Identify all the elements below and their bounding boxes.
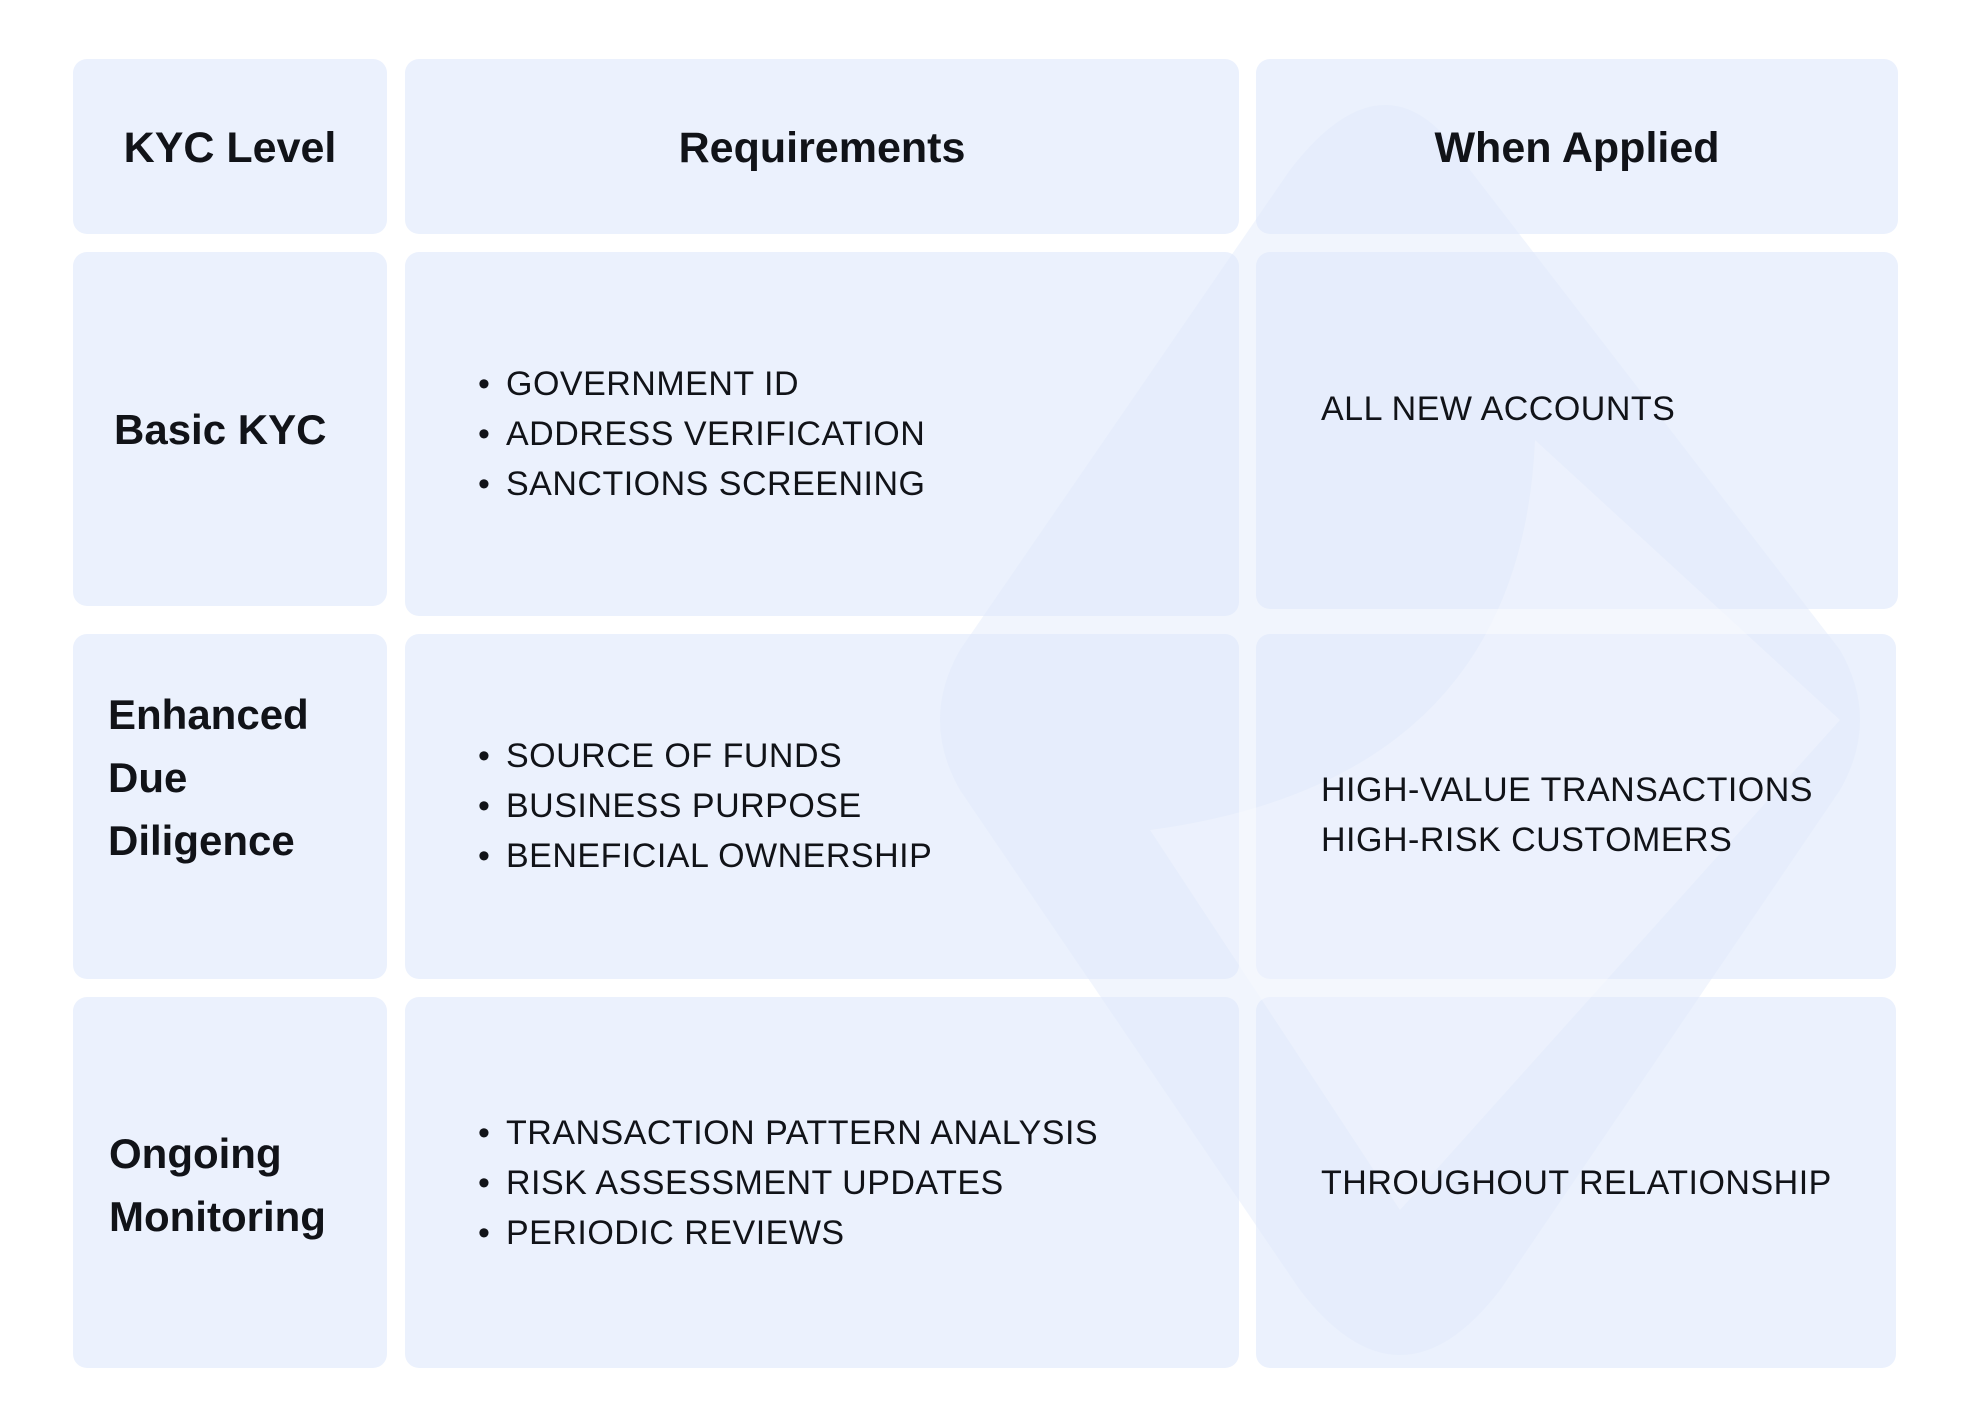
row2-requirements-list: SOURCE OF FUNDS BUSINESS PURPOSE BENEFIC… bbox=[478, 731, 932, 881]
header-cell-kyc-level bbox=[73, 59, 387, 234]
row1-when-cell bbox=[1256, 252, 1898, 609]
header-kyc-level: KYC Level bbox=[123, 124, 337, 172]
when-line: HIGH-VALUE TRANSACTIONS bbox=[1321, 771, 1813, 809]
header-requirements: Requirements bbox=[678, 124, 966, 172]
header-cell-when-applied bbox=[1256, 59, 1898, 234]
row1-when-text: ALL NEW ACCOUNTS bbox=[1321, 390, 1676, 428]
list-item: RISK ASSESSMENT UPDATES bbox=[478, 1158, 1098, 1208]
list-item: BUSINESS PURPOSE bbox=[478, 781, 932, 831]
label-line: Enhanced bbox=[108, 691, 309, 738]
label-line: Due bbox=[108, 754, 188, 801]
list-item: SOURCE OF FUNDS bbox=[478, 731, 932, 781]
row3-requirements-list: TRANSACTION PATTERN ANALYSIS RISK ASSESS… bbox=[478, 1108, 1098, 1258]
label-line: Ongoing bbox=[109, 1130, 282, 1177]
row1-level-label: Basic KYC bbox=[114, 406, 327, 453]
row2-when-cell bbox=[1256, 634, 1896, 979]
list-item: SANCTIONS SCREENING bbox=[478, 459, 925, 509]
row1-level-cell bbox=[73, 252, 387, 606]
list-item: ADDRESS VERIFICATION bbox=[478, 409, 925, 459]
row1-requirements-list: GOVERNMENT ID ADDRESS VERIFICATION SANCT… bbox=[478, 359, 925, 509]
label-line: Monitoring bbox=[109, 1193, 326, 1240]
list-item: BENEFICIAL OWNERSHIP bbox=[478, 831, 932, 881]
row3-when-cell bbox=[1256, 997, 1896, 1368]
row3-when-text: THROUGHOUT RELATIONSHIP bbox=[1321, 1164, 1832, 1202]
row2-when-text: HIGH-VALUE TRANSACTIONS HIGH-RISK CUSTOM… bbox=[1321, 765, 1813, 865]
row3-level-label: Ongoing Monitoring bbox=[109, 1122, 326, 1248]
header-cell-requirements bbox=[405, 59, 1239, 234]
row3-level-cell bbox=[73, 997, 387, 1368]
list-item: PERIODIC REVIEWS bbox=[478, 1208, 1098, 1258]
row2-level-label: Enhanced Due Diligence bbox=[108, 683, 309, 872]
header-when-applied: When Applied bbox=[1434, 124, 1720, 172]
label-line: Diligence bbox=[108, 817, 295, 864]
list-item: TRANSACTION PATTERN ANALYSIS bbox=[478, 1108, 1098, 1158]
row2-level-cell bbox=[73, 634, 387, 979]
when-line: HIGH-RISK CUSTOMERS bbox=[1321, 821, 1733, 859]
list-item: GOVERNMENT ID bbox=[478, 359, 925, 409]
